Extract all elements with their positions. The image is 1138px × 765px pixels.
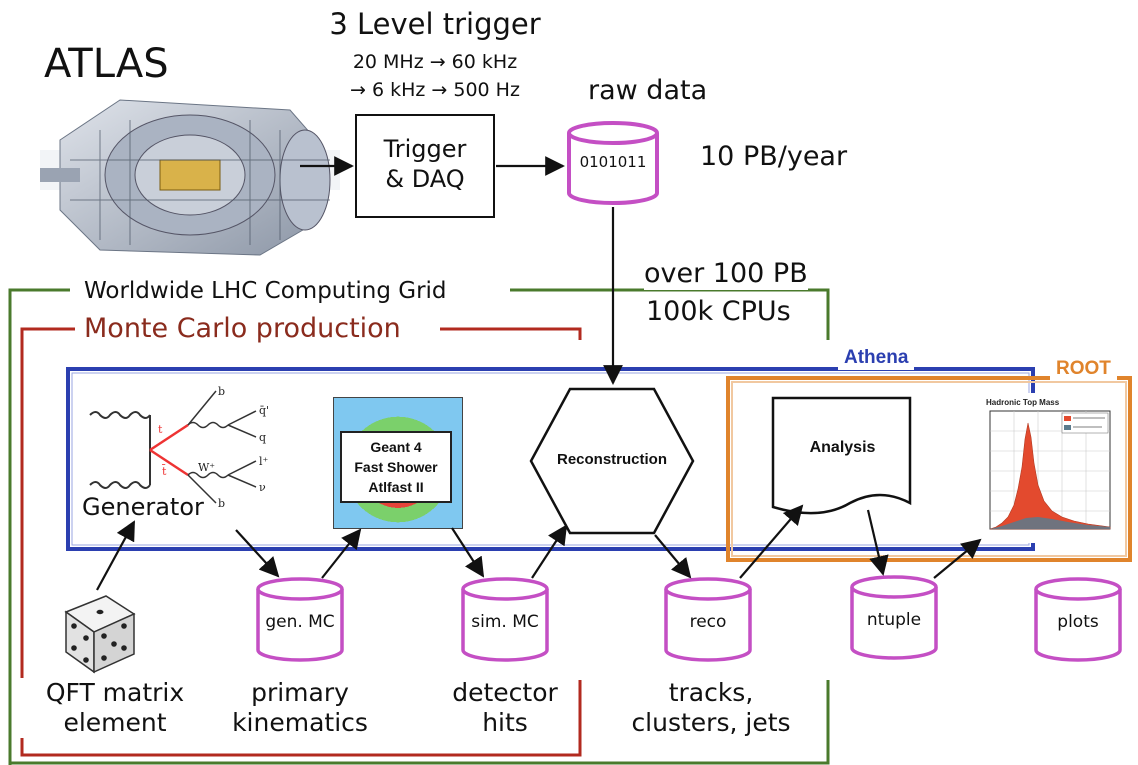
arrow-reconstruction-reco bbox=[654, 534, 692, 579]
dataset-plots-label: plots bbox=[1057, 612, 1099, 632]
gen-mc-caption-line1: primary bbox=[251, 678, 349, 707]
dataset-reco: reco bbox=[663, 576, 753, 664]
trigger-rates-line1: 20 MHz → 60 kHz bbox=[352, 51, 518, 73]
dataset-gen-mc-label: gen. MC bbox=[265, 612, 335, 632]
qft-line1: QFT matrix bbox=[45, 678, 185, 707]
dataset-sim-mc: sim. MC bbox=[460, 576, 550, 664]
qft-line2: element bbox=[63, 708, 167, 737]
feynman-label-wplus: W⁺ bbox=[198, 461, 215, 474]
dataset-sim-mc-label: sim. MC bbox=[471, 612, 539, 632]
histogram-signal bbox=[989, 422, 1111, 530]
trigger-rates-line2: → 6 kHz → 500 Hz bbox=[350, 79, 520, 101]
dataset-reco-label: reco bbox=[689, 612, 727, 632]
arrow-geant-simmc bbox=[451, 527, 485, 578]
geant4-line1: Geant 4 bbox=[370, 439, 422, 455]
histogram-background bbox=[990, 517, 1110, 529]
sim-mc-caption: detector hits bbox=[430, 678, 580, 738]
trigger-box-line2: & DAQ bbox=[385, 165, 465, 193]
feynman-label-bbar: b̄ bbox=[218, 385, 226, 398]
grid-cpus: 100k CPUs bbox=[646, 296, 791, 328]
arrow-analysis-ntuple bbox=[866, 509, 889, 576]
reconstruction-label: Reconstruction bbox=[556, 451, 667, 468]
grid-frame bbox=[8, 288, 830, 765]
feynman-label-qbarprime: q̄' bbox=[259, 404, 269, 417]
feynman-label-q: q bbox=[259, 431, 266, 444]
reconstruction-hexagon bbox=[529, 387, 695, 535]
arrow-genmc-geant bbox=[321, 528, 362, 579]
feynman-label-lplus: l⁺ bbox=[259, 455, 269, 468]
feynman-label-b: b bbox=[218, 497, 225, 510]
reco-caption-line2: clusters, jets bbox=[631, 708, 791, 737]
plot-thumbnail: Hadronic Top Mass bbox=[968, 393, 1116, 543]
raw-data-bits: 0101011 bbox=[579, 153, 647, 171]
geant4-label-box: Geant 4 Fast Shower Atlfast II bbox=[340, 431, 452, 503]
atlas-detector-image bbox=[40, 99, 340, 256]
reco-caption: tracks, clusters, jets bbox=[606, 678, 816, 738]
trigger-title: 3 Level trigger bbox=[329, 7, 541, 41]
arrow-simmc-reconstruction bbox=[531, 524, 568, 579]
sim-mc-caption-line2: hits bbox=[482, 708, 528, 737]
feynman-label-nu: ν bbox=[259, 481, 266, 494]
generator-label: Generator bbox=[82, 493, 204, 521]
dataset-gen-mc: gen. MC bbox=[255, 576, 345, 664]
raw-data-rate: 10 PB/year bbox=[700, 141, 848, 172]
root-frame bbox=[726, 376, 1132, 562]
sim-mc-caption-line1: detector bbox=[452, 678, 558, 707]
dataset-ntuple-label: ntuple bbox=[866, 610, 922, 630]
mc-frame bbox=[20, 327, 582, 757]
geant4-image: Geant 4 Fast Shower Atlfast II bbox=[333, 397, 463, 529]
arrow-dice-generator bbox=[96, 520, 135, 591]
arrow-reco-analysis bbox=[739, 504, 804, 579]
arrow-ntuple-plot bbox=[933, 538, 982, 579]
feynman-label-tbar: t̄ bbox=[161, 465, 167, 478]
atlas-title: ATLAS bbox=[44, 41, 169, 87]
feynman-label-t: t bbox=[158, 423, 163, 436]
dice-icon bbox=[64, 595, 136, 674]
raw-data-label: raw data bbox=[588, 75, 708, 106]
grid-label: Worldwide LHC Computing Grid bbox=[78, 276, 453, 306]
mc-label: Monte Carlo production bbox=[80, 313, 405, 345]
feynman-diagram: b̄ q̄' q l⁺ ν t W⁺ t̄ b bbox=[89, 385, 269, 510]
athena-label: Athena bbox=[838, 346, 915, 370]
gen-mc-caption-line2: kinematics bbox=[232, 708, 368, 737]
arrow-generator-genmc bbox=[235, 529, 280, 578]
root-label: ROOT bbox=[1050, 357, 1117, 381]
grid-storage: over 100 PB bbox=[644, 258, 808, 290]
geant4-line3: Atlfast II bbox=[368, 479, 424, 495]
raw-data-cylinder: 0101011 bbox=[566, 120, 660, 206]
gen-mc-caption: primary kinematics bbox=[220, 678, 380, 738]
plot-title: Hadronic Top Mass bbox=[986, 398, 1060, 407]
geant4-line2: Fast Shower bbox=[354, 459, 438, 475]
trigger-box-line1: Trigger bbox=[383, 135, 467, 163]
trigger-daq-box: Trigger & DAQ bbox=[355, 114, 495, 218]
dataset-plots: plots bbox=[1033, 576, 1123, 664]
qft-caption: QFT matrix element bbox=[20, 678, 210, 738]
dataset-ntuple: ntuple bbox=[849, 574, 939, 662]
analysis-label: Analysis bbox=[809, 439, 876, 456]
reco-caption-line1: tracks, bbox=[668, 678, 754, 707]
